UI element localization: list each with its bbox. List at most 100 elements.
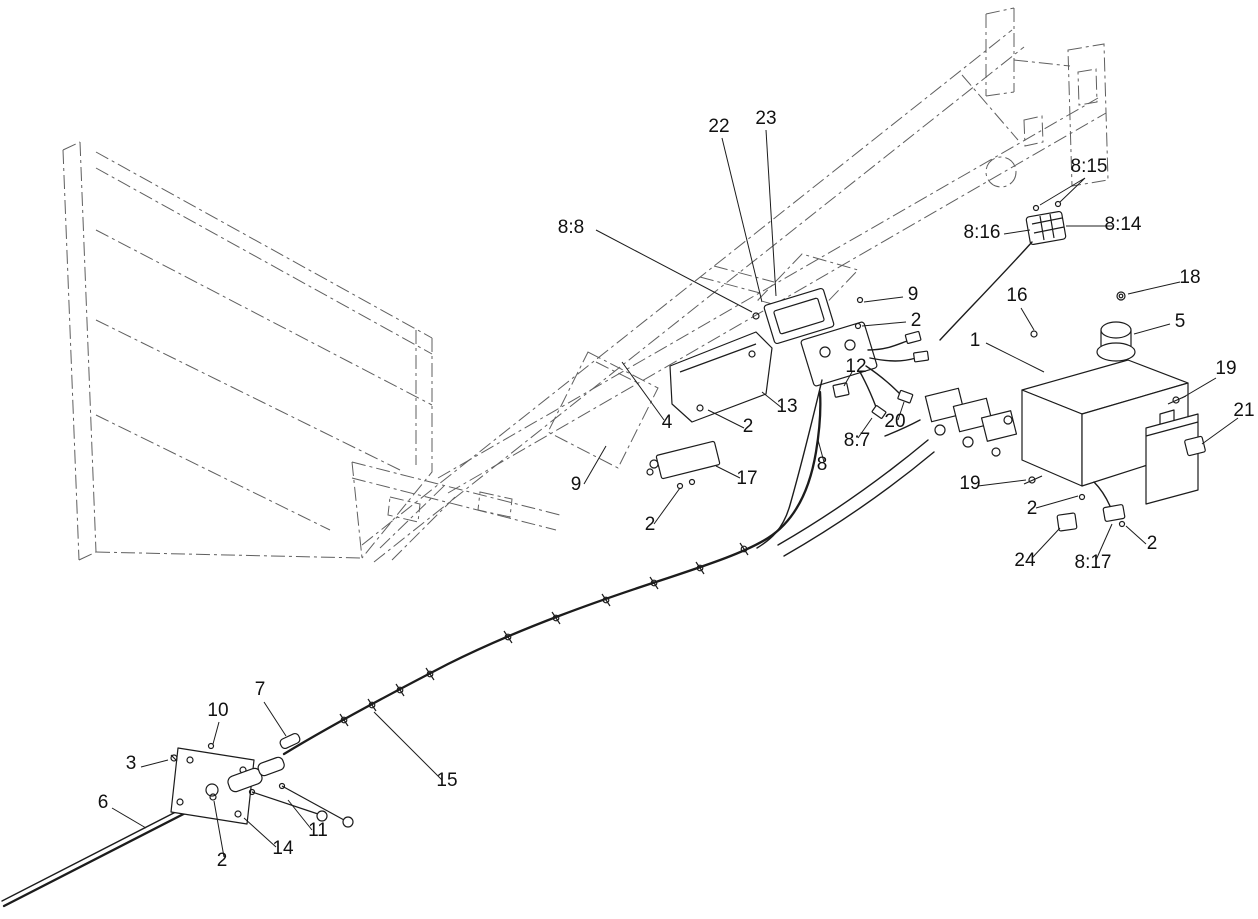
clevis-ball — [316, 810, 328, 822]
callout-20: 20 — [884, 411, 905, 432]
bolt-16 — [1030, 330, 1038, 338]
callout-8-17: 8:17 — [1075, 552, 1112, 573]
frame-left-post — [79, 141, 97, 553]
harness-drop-8 — [756, 379, 823, 549]
screw-10 — [207, 742, 215, 750]
callout-21: 21 — [1233, 400, 1254, 421]
control-cable-curved — [282, 390, 822, 756]
leader-3 — [140, 759, 169, 768]
harness-wire — [865, 365, 903, 397]
callout-24: 24 — [1014, 550, 1036, 571]
harness-connector-8-7 — [871, 405, 887, 419]
connector-grid — [1031, 213, 1065, 241]
frame-left-post — [62, 149, 80, 561]
callout-10: 10 — [207, 700, 228, 721]
bolt-2-mid — [676, 482, 684, 490]
callout-8-7: 8:7 — [844, 430, 870, 451]
clevis-ball — [342, 816, 354, 828]
frame-wall-bottom — [95, 551, 363, 559]
frame-round-hole — [985, 156, 1017, 188]
side-shield-tab — [1159, 409, 1175, 424]
callout-4: 4 — [662, 412, 673, 433]
fitting-19-left-stem — [1023, 475, 1043, 485]
leader-5 — [1133, 323, 1171, 335]
leader-13 — [761, 391, 783, 409]
valve-stub-line — [884, 419, 921, 437]
harness-wire — [867, 339, 911, 351]
frame-end-bracket — [1067, 43, 1109, 187]
leader-24 — [1031, 527, 1061, 559]
valve-port — [991, 447, 1001, 457]
harness-connector-20 — [897, 389, 914, 404]
cable-anchor-bracket-17 — [655, 440, 721, 480]
leader-2-left — [653, 487, 681, 525]
rod-pivot — [248, 788, 256, 796]
callout-2-bottom: 2 — [217, 850, 228, 871]
callout-1: 1 — [970, 330, 981, 351]
module-bolt-9 — [856, 296, 864, 304]
cable-control-barrel — [257, 756, 285, 777]
callout-2-shield: 2 — [1147, 533, 1158, 554]
module-connector-port — [844, 339, 856, 351]
valve-block-section — [980, 410, 1018, 442]
nut-18-center — [1118, 293, 1124, 299]
leader-14 — [243, 817, 277, 848]
leader-lines — [111, 129, 1239, 858]
leader-8-7 — [857, 417, 873, 439]
relay-12 — [832, 382, 850, 398]
module-bolt-2 — [854, 322, 862, 330]
leader-6 — [111, 807, 147, 829]
filler-cap-5 — [1100, 321, 1132, 339]
callout-13: 13 — [776, 396, 797, 417]
leader-16 — [1020, 307, 1035, 331]
frame-sill-cutout — [387, 496, 421, 523]
connector-harness-lead — [939, 241, 1033, 341]
callout-8-8: 8:8 — [558, 217, 584, 238]
side-shield-edge — [1145, 421, 1199, 437]
frame-end-post — [985, 7, 1015, 97]
cable-mount-plate — [170, 747, 255, 825]
callout-15: 15 — [436, 770, 457, 791]
callout-14: 14 — [272, 838, 294, 859]
bolt-2-lower — [209, 793, 217, 801]
leader-19-left — [977, 479, 1027, 487]
callout-2-top: 2 — [911, 310, 922, 331]
hydraulic-hose — [783, 451, 935, 557]
tank-cap-flange — [1096, 342, 1136, 362]
leader-2-tank — [1035, 495, 1079, 509]
callout-2-tank: 2 — [1027, 498, 1038, 519]
callout-19-right: 19 — [1215, 358, 1236, 379]
frame-wall-right-edge — [361, 338, 433, 559]
callout-2-left: 2 — [645, 514, 656, 535]
callout-6: 6 — [98, 792, 109, 813]
harness-wire — [869, 357, 917, 362]
fitting-19-left — [1028, 476, 1036, 484]
frame-sill-cutout — [477, 491, 513, 518]
callout-18: 18 — [1179, 267, 1200, 288]
connector-8-17 — [1102, 504, 1126, 522]
screw-3 — [170, 754, 178, 762]
nut-18 — [1116, 291, 1126, 301]
pad-21 — [1184, 435, 1206, 457]
leader-2-shield — [1125, 525, 1147, 545]
frame-end-tie — [1013, 59, 1071, 67]
bracket-hole — [748, 350, 756, 358]
callout-17: 17 — [736, 468, 757, 489]
leader-1 — [985, 342, 1045, 373]
frame-left-post-caps — [62, 141, 97, 561]
frame-wall-rib — [95, 229, 433, 406]
leader-2-top — [861, 321, 907, 327]
valve-port — [962, 436, 974, 448]
callout-8-15: 8:15 — [1071, 156, 1108, 177]
leader-8-17 — [1095, 523, 1113, 561]
frame-far-rail-top — [437, 97, 1099, 479]
anchor-eyelet — [649, 459, 659, 469]
frame-lower-sill — [351, 461, 561, 559]
callout-12: 12 — [845, 356, 866, 377]
callout-11: 11 — [308, 820, 328, 841]
callout-7: 7 — [255, 679, 266, 700]
leader-19-right — [1181, 377, 1217, 399]
leader-8-15 — [1039, 177, 1086, 206]
